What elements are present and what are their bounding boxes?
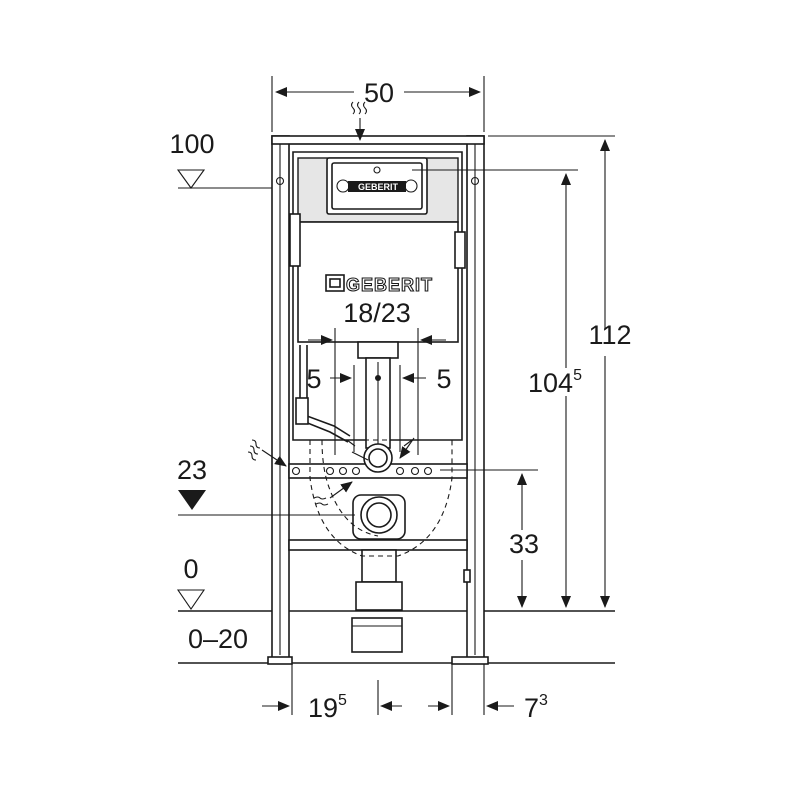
level-0-label: 0 — [183, 554, 198, 584]
pipework — [295, 341, 413, 653]
frame-top-rail — [271, 135, 485, 145]
height-total-label: 112 — [588, 320, 631, 350]
supply-connection-icons — [247, 437, 415, 506]
level-100-label: 100 — [169, 129, 214, 159]
level-23-label: 23 — [177, 455, 207, 485]
drain-socket — [351, 617, 403, 653]
dim-bottom: 195 73 — [262, 664, 548, 723]
flush-plate-label-bg — [348, 181, 406, 192]
logo-text: GEBERIT — [346, 275, 433, 295]
water-supply-icon — [350, 101, 368, 141]
dim-heights-right: 112 1045 33 — [412, 135, 632, 608]
level-100: 100 — [169, 129, 272, 189]
flush-plate: GEBERIT — [326, 157, 428, 215]
bottom-depth-label: 195 — [308, 692, 347, 723]
flush-pipe-spacing-label: 18/23 — [343, 298, 411, 328]
installation-frame — [267, 135, 489, 665]
offset-right-label: 5 — [436, 364, 451, 394]
supply-hose — [299, 345, 349, 443]
height-plate-label: 1045 — [528, 367, 582, 398]
flush-pipe-top — [357, 341, 399, 359]
dim-offsets: 5 5 — [306, 364, 452, 452]
foot-right — [451, 656, 489, 665]
toilet-bowl-outline — [309, 439, 453, 557]
level-23: 23 — [177, 455, 355, 516]
foot-left — [267, 656, 293, 665]
cistern: GEBERIT — [289, 151, 466, 441]
dim-flush-pipe-spacing: 18/23 — [308, 298, 446, 455]
level-0: 0 0–20 — [176, 554, 248, 654]
floor-level-marker-icon — [176, 589, 206, 610]
lower-crossbar — [288, 539, 468, 551]
drain-height-label: 33 — [509, 529, 539, 559]
flush-plate-logo: GEBERIT — [358, 182, 399, 192]
floor-range-label: 0–20 — [188, 624, 248, 654]
level-marker-icon — [176, 169, 206, 189]
drain-level-marker-icon — [178, 490, 206, 510]
drain-pipe-lower — [355, 581, 403, 611]
dim-width-total: 50 — [271, 76, 485, 132]
bottom-right-label: 73 — [524, 692, 548, 723]
offset-left-label: 5 — [306, 364, 321, 394]
width-total-label: 50 — [364, 78, 394, 108]
geberit-logo: GEBERIT — [325, 274, 433, 296]
floor-lines — [178, 610, 615, 664]
